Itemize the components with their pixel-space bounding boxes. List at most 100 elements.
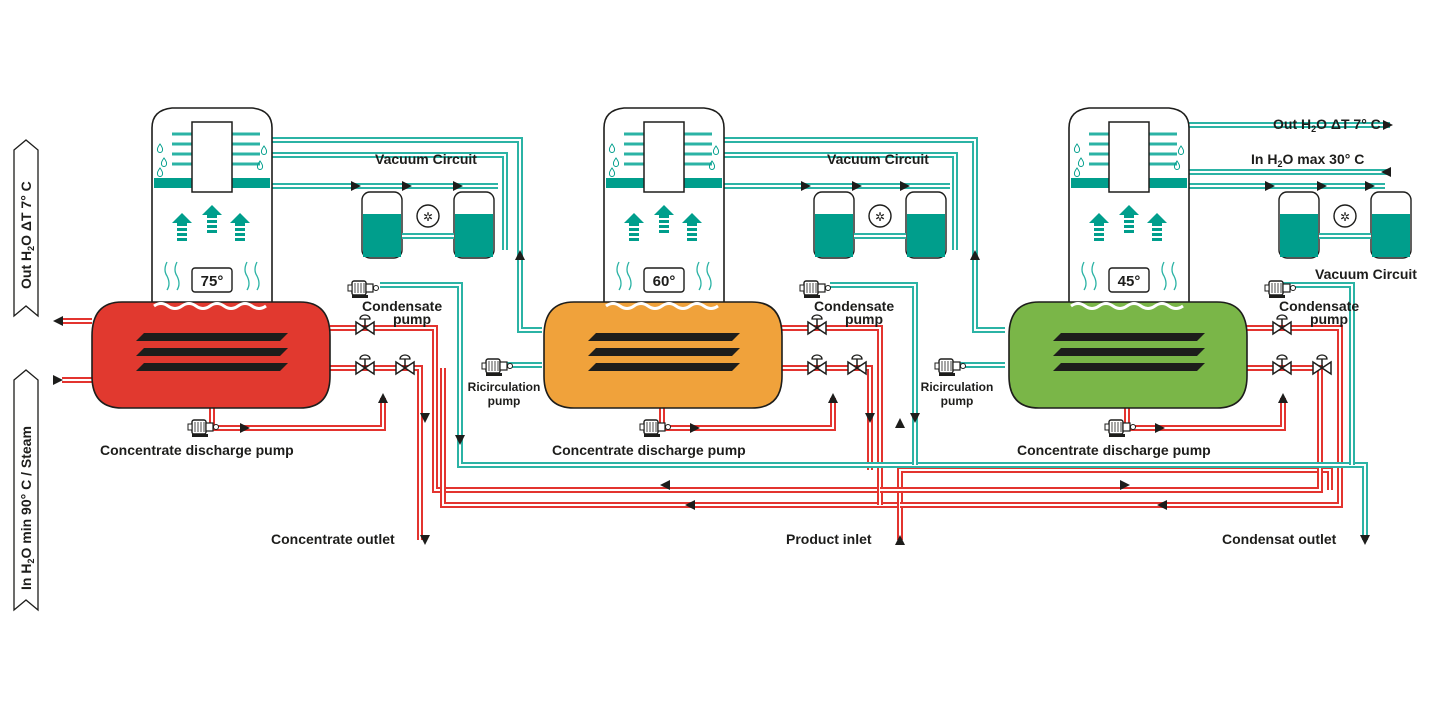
vapor-duct (643, 121, 685, 193)
heating-element (1053, 363, 1205, 371)
vacuum-circuit-label: Vacuum Circuit (827, 151, 929, 167)
liquid-surface (153, 302, 267, 310)
valve-icon (847, 354, 867, 376)
flow-arrow (515, 250, 525, 260)
discharge-pump-label: Concentrate discharge pump (100, 442, 294, 458)
droplet-icon (156, 167, 164, 177)
concentrate-out-pipe (330, 365, 423, 540)
condensate-return (380, 282, 1368, 540)
valve-icon (355, 314, 375, 336)
vacuum-circuit-label: Vacuum Circuit (375, 151, 477, 167)
vacuum-pump-icon (1333, 204, 1357, 228)
svg-text:In H2O min 90° C / Steam: In H2O min 90° C / Steam (18, 426, 36, 590)
flow-arrow (900, 181, 910, 191)
vapor-line-2 (722, 137, 1005, 333)
heating-element (1053, 333, 1205, 341)
flow-arrow (852, 181, 862, 191)
vacuum-pump-icon (868, 204, 892, 228)
condensate-pump-icon (799, 280, 831, 298)
droplet-icon (708, 160, 716, 170)
droplet-icon (712, 145, 720, 155)
discharge-pump-label: Concentrate discharge pump (1017, 442, 1211, 458)
vapor-wisp (1091, 261, 1097, 291)
vapor-arrow-icon (1119, 205, 1139, 233)
droplet-icon (612, 157, 620, 167)
flow-arrow (53, 375, 63, 385)
vapor-arrow-icon (1147, 213, 1167, 241)
valve-icon (355, 354, 375, 376)
valve-icon (807, 354, 827, 376)
flow-arrow (1278, 393, 1288, 403)
vapor-wisp (1171, 261, 1177, 291)
vacuum-pump-symbol: ✲ (1340, 210, 1350, 224)
flow-arrow (685, 500, 695, 510)
heating-element (136, 333, 288, 341)
stage-2: 60°✲Vacuum CircuitCondensatepumpConcentr… (468, 107, 947, 458)
vapor-wisp (1161, 261, 1167, 291)
condensate-pump-icon (347, 280, 379, 298)
left-top-post: O ΔT 7° C (18, 181, 34, 246)
droplet-icon (1077, 157, 1085, 167)
flow-arrow (895, 535, 905, 545)
temp-badge (643, 267, 685, 293)
left-banner-bottom: In H2O min 90° C / Steam (13, 369, 39, 612)
vapor-wisp (1081, 261, 1087, 291)
discharge-pump-icon (1104, 419, 1136, 437)
valve-icon (807, 314, 827, 336)
condensate-line-3 (1280, 282, 1355, 465)
flow-arrow (402, 181, 412, 191)
droplet-icon (1073, 143, 1081, 153)
discharge-pipe-2 (659, 398, 836, 431)
flow-arrow (660, 480, 670, 490)
in-water-label: In H2O max 30° C (1251, 151, 1364, 169)
product-line-3 (900, 325, 1343, 508)
flow-arrow (1317, 181, 1327, 191)
vapor-arrow-icon (624, 213, 644, 241)
liquid-surface (605, 302, 719, 310)
vapor-arrow-icon (230, 213, 250, 241)
condensate-pump-label: Condensate (814, 298, 894, 314)
condensate-pump-label-2: pump (393, 311, 431, 327)
left-banner-top: Out H2O ΔT 7° C (13, 139, 39, 318)
flow-arrow (453, 181, 463, 191)
discharge-pump-label: Concentrate discharge pump (552, 442, 746, 458)
heating-element (136, 363, 288, 371)
droplet-icon (256, 160, 264, 170)
vessel-liquid (363, 214, 401, 257)
heating-pipes (62, 318, 1343, 540)
discharge-pipe-1 (209, 398, 386, 431)
heating-element (588, 363, 740, 371)
flow-arrow (690, 423, 700, 433)
droplet-icon (1173, 160, 1181, 170)
recirc-line-2 (780, 365, 873, 470)
valve-icon (395, 354, 415, 376)
flow-arrow (378, 393, 388, 403)
vacuum-circuit-label: Vacuum Circuit (1315, 266, 1417, 282)
cooling-line-2 (722, 152, 958, 250)
flow-arrow (1381, 167, 1391, 177)
flow-arrow (351, 181, 361, 191)
flow-arrow (865, 413, 875, 423)
vapor-wisp (164, 261, 170, 291)
stage-3: 45°✲Vacuum CircuitCondensatepumpConcentr… (921, 107, 1417, 458)
discharge-pump-icon (187, 419, 219, 437)
vapor-wisp (706, 261, 712, 291)
vessel-liquid (1280, 214, 1318, 257)
flow-arrows (53, 120, 1393, 545)
concentrate-outlet-label: Concentrate outlet (271, 531, 395, 547)
flow-arrow (1265, 181, 1275, 191)
stages: 75°✲Vacuum CircuitCondensatepumpConcentr… (91, 107, 1417, 458)
heating-element (1053, 348, 1205, 356)
flow-arrow (420, 535, 430, 545)
condensate-pump-icon (1264, 280, 1296, 298)
temp-badge (1108, 267, 1150, 293)
flow-arrow (1120, 480, 1130, 490)
vessel-liquid (455, 214, 493, 257)
vapor-arrow-icon (654, 205, 674, 233)
droplet-icon (260, 145, 268, 155)
flow-arrow (1383, 120, 1393, 130)
discharge-pipe-3 (1124, 398, 1286, 431)
vapor-arrow-icon (172, 213, 192, 241)
liquid-surface (1070, 302, 1184, 310)
condensat-outlet-label: Condensat outlet (1222, 531, 1337, 547)
